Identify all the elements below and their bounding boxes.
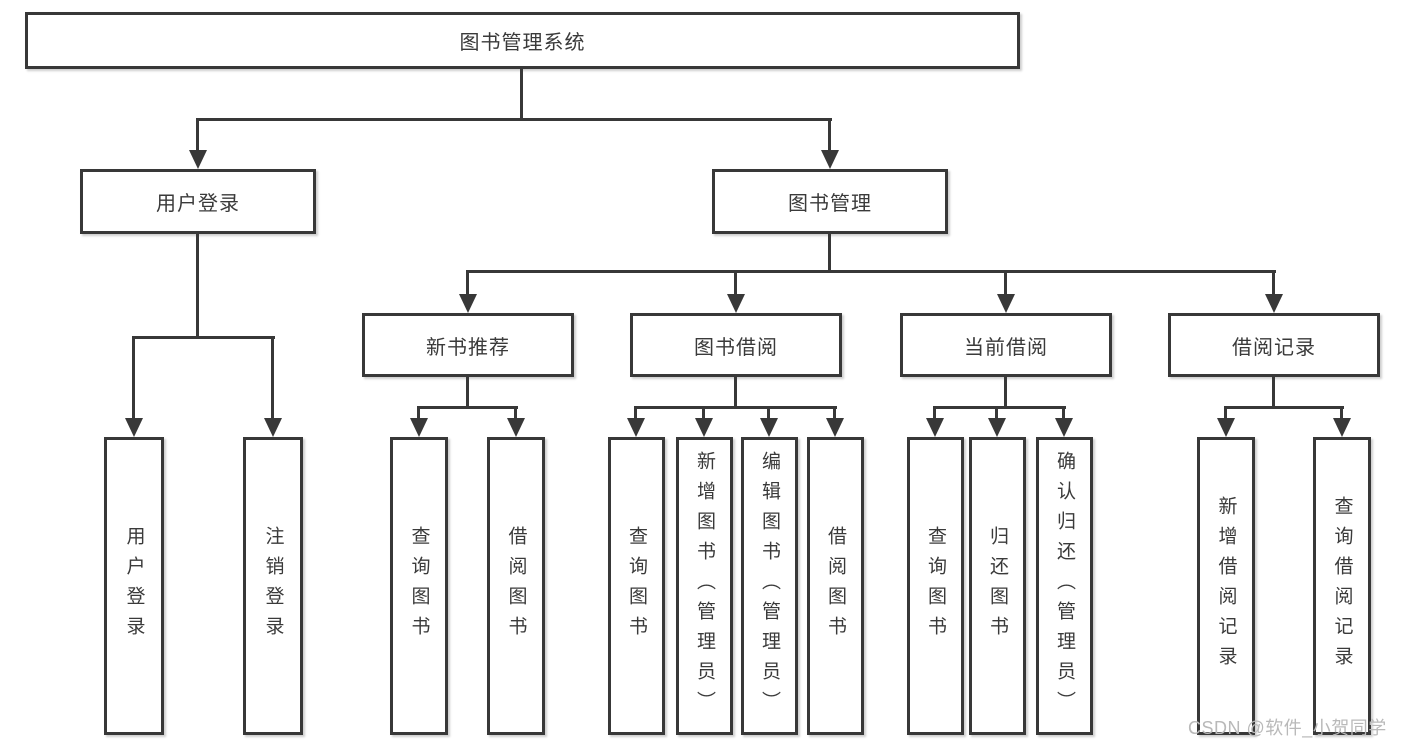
connector-line bbox=[1224, 406, 1344, 409]
arrow-down-icon bbox=[410, 418, 428, 437]
node-library-management-system: 图书管理系统 bbox=[25, 12, 1020, 69]
arrow-down-icon bbox=[695, 418, 713, 437]
connector-line bbox=[1224, 406, 1227, 418]
node-book-borrowing: 图书借阅 bbox=[630, 313, 842, 377]
node-label: 图书管理 bbox=[788, 193, 872, 215]
node-label: 新增借阅记录 bbox=[1215, 496, 1237, 676]
connector-line bbox=[1272, 270, 1275, 294]
leaf-query-books-recommend: 查询图书 bbox=[390, 437, 448, 735]
connector-line bbox=[1340, 406, 1343, 418]
arrow-down-icon bbox=[826, 418, 844, 437]
node-user-login: 用户登录 bbox=[80, 169, 316, 234]
arrow-down-icon bbox=[189, 150, 207, 169]
leaf-return-book: 归还图书 bbox=[969, 437, 1026, 735]
connector-line bbox=[466, 270, 1276, 273]
node-current-borrowing: 当前借阅 bbox=[900, 313, 1112, 377]
connector-line bbox=[933, 406, 1066, 409]
connector-line bbox=[767, 406, 770, 418]
node-label: 新增图书（管理员） bbox=[694, 451, 715, 721]
connector-line bbox=[995, 406, 998, 418]
connector-line bbox=[1272, 377, 1275, 408]
node-label: 图书管理系统 bbox=[459, 32, 586, 54]
node-label: 用户登录 bbox=[123, 526, 145, 646]
node-label: 借阅记录 bbox=[1232, 336, 1316, 359]
arrow-down-icon bbox=[821, 150, 839, 169]
leaf-borrow-books-recommend: 借阅图书 bbox=[487, 437, 545, 735]
connector-line bbox=[828, 118, 831, 152]
leaf-add-book-admin: 新增图书（管理员） bbox=[676, 437, 733, 735]
arrow-down-icon bbox=[507, 418, 525, 437]
node-label: 确认归还（管理员） bbox=[1054, 451, 1075, 721]
leaf-confirm-return-admin: 确认归还（管理员） bbox=[1036, 437, 1093, 735]
arrow-down-icon bbox=[1265, 294, 1283, 313]
node-label: 查询借阅记录 bbox=[1331, 496, 1353, 676]
connector-line bbox=[933, 406, 936, 418]
node-borrowing-records: 借阅记录 bbox=[1168, 313, 1380, 377]
leaf-user-login: 用户登录 bbox=[104, 437, 164, 735]
connector-line bbox=[702, 406, 705, 418]
arrow-down-icon bbox=[264, 418, 282, 437]
watermark: CSDN @软件_小贺同学 bbox=[1188, 718, 1387, 738]
leaf-add-borrow-record: 新增借阅记录 bbox=[1197, 437, 1255, 735]
connector-line bbox=[634, 406, 637, 418]
connector-line bbox=[132, 336, 135, 418]
node-label: 归还图书 bbox=[987, 526, 1008, 646]
connector-line bbox=[1004, 377, 1007, 408]
arrow-down-icon bbox=[125, 418, 143, 437]
connector-line bbox=[466, 270, 469, 294]
node-book-management: 图书管理 bbox=[712, 169, 948, 234]
arrow-down-icon bbox=[627, 418, 645, 437]
node-label: 查询图书 bbox=[626, 526, 647, 646]
leaf-query-books-borrowing: 查询图书 bbox=[608, 437, 665, 735]
leaf-query-borrow-record: 查询借阅记录 bbox=[1313, 437, 1371, 735]
connector-line bbox=[514, 406, 517, 418]
leaf-query-books-current: 查询图书 bbox=[907, 437, 964, 735]
arrow-down-icon bbox=[1217, 418, 1235, 437]
connector-line bbox=[417, 406, 518, 409]
connector-line bbox=[634, 406, 837, 409]
connector-line bbox=[466, 377, 469, 408]
connector-line bbox=[196, 234, 199, 338]
node-new-book-recommendation: 新书推荐 bbox=[362, 313, 574, 377]
node-label: 新书推荐 bbox=[426, 336, 510, 359]
connector-line bbox=[828, 234, 831, 272]
leaf-logout: 注销登录 bbox=[243, 437, 303, 735]
node-label: 查询图书 bbox=[925, 526, 946, 646]
arrow-down-icon bbox=[459, 294, 477, 313]
node-label: 借阅图书 bbox=[825, 526, 846, 646]
leaf-edit-book-admin: 编辑图书（管理员） bbox=[741, 437, 798, 735]
arrow-down-icon bbox=[926, 418, 944, 437]
connector-line bbox=[1062, 406, 1065, 418]
arrow-down-icon bbox=[988, 418, 1006, 437]
node-label: 当前借阅 bbox=[964, 336, 1048, 359]
connector-line bbox=[417, 406, 420, 418]
connector-line bbox=[734, 377, 737, 408]
connector-line bbox=[196, 118, 199, 152]
arrow-down-icon bbox=[760, 418, 778, 437]
leaf-borrow-books: 借阅图书 bbox=[807, 437, 864, 735]
connector-line bbox=[520, 69, 523, 119]
connector-line bbox=[271, 336, 274, 418]
arrow-down-icon bbox=[1333, 418, 1351, 437]
connector-line bbox=[132, 336, 275, 339]
arrow-down-icon bbox=[997, 294, 1015, 313]
node-label: 注销登录 bbox=[262, 526, 284, 646]
node-label: 用户登录 bbox=[156, 193, 240, 215]
arrow-down-icon bbox=[1055, 418, 1073, 437]
node-label: 图书借阅 bbox=[694, 336, 778, 359]
connector-line bbox=[196, 118, 832, 121]
node-label: 查询图书 bbox=[408, 526, 430, 646]
arrow-down-icon bbox=[727, 294, 745, 313]
node-label: 借阅图书 bbox=[505, 526, 527, 646]
connector-line bbox=[833, 406, 836, 418]
connector-line bbox=[1004, 270, 1007, 294]
connector-line bbox=[734, 270, 737, 294]
node-label: 编辑图书（管理员） bbox=[759, 451, 780, 721]
